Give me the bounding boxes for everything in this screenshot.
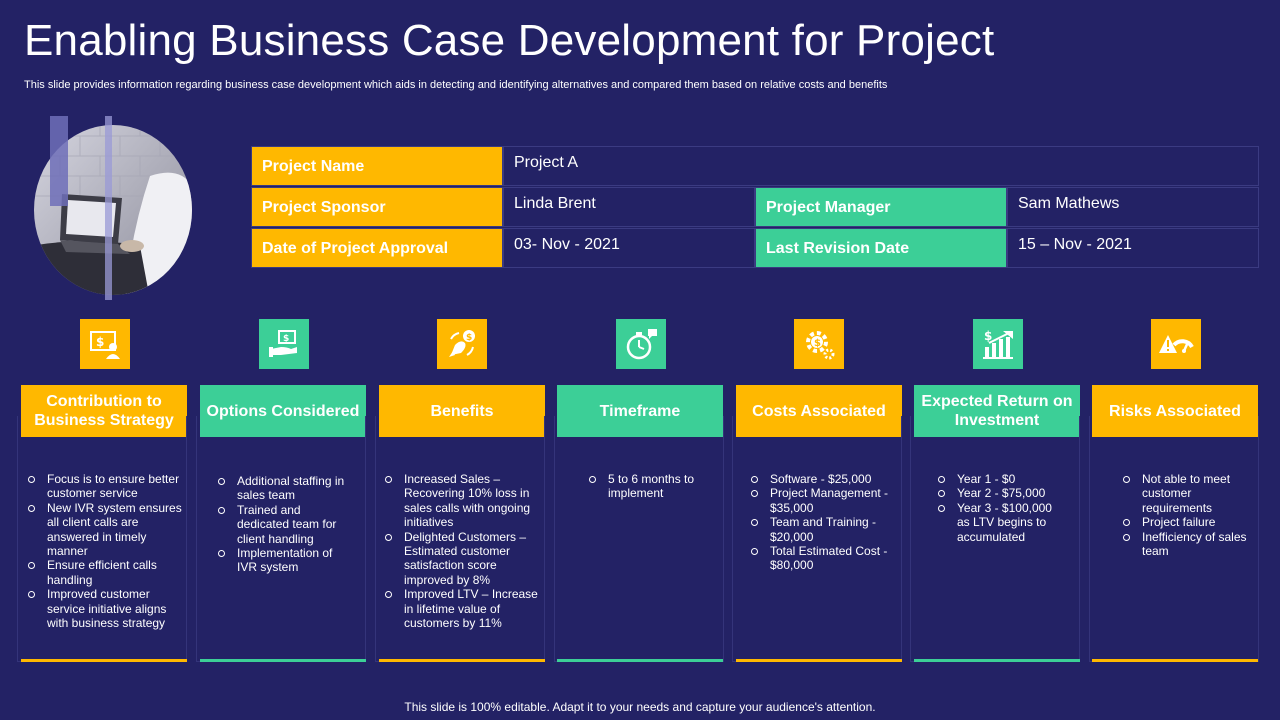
project-sponsor-label: Project Sponsor bbox=[251, 187, 503, 227]
svg-text:$: $ bbox=[283, 334, 289, 344]
revision-date-value: 15 – Nov - 2021 bbox=[1007, 228, 1259, 268]
list-item: Total Estimated Cost - $80,000 bbox=[748, 544, 893, 573]
contribution-heading: Contribution to Business Strategy bbox=[21, 385, 187, 437]
project-name-value: Project A bbox=[503, 146, 1259, 186]
svg-text:$: $ bbox=[466, 333, 472, 343]
costs-bar bbox=[736, 659, 902, 662]
list-item: Increased Sales – Recovering 10% loss in… bbox=[382, 472, 542, 530]
page-title: Enabling Business Case Development for P… bbox=[24, 16, 995, 65]
options-list: Additional staffing in sales team Traine… bbox=[215, 474, 355, 575]
approval-date-label: Date of Project Approval bbox=[251, 228, 503, 268]
list-item: Year 3 - $100,000 as LTV begins to accum… bbox=[935, 501, 1065, 544]
svg-text:$: $ bbox=[814, 338, 821, 349]
risks-bar bbox=[1092, 659, 1258, 662]
timeframe-bar bbox=[557, 659, 723, 662]
gear-dollar-icon: $ bbox=[794, 319, 844, 369]
list-item: Not able to meet customer requirements bbox=[1120, 472, 1250, 515]
list-item: Year 1 - $0 bbox=[935, 472, 1065, 486]
svg-text:$: $ bbox=[984, 329, 992, 343]
project-manager-label: Project Manager bbox=[755, 187, 1007, 227]
costs-heading: Costs Associated bbox=[736, 385, 902, 437]
list-item: Project Management - $35,000 bbox=[748, 486, 893, 515]
timeframe-list: 5 to 6 months to implement bbox=[586, 472, 706, 501]
timeframe-panel bbox=[554, 416, 724, 662]
business-strategy-icon: $ bbox=[80, 319, 130, 369]
benefits-list: Increased Sales – Recovering 10% loss in… bbox=[382, 472, 542, 630]
stopwatch-icon bbox=[616, 319, 666, 369]
list-item: New IVR system ensures all client calls … bbox=[25, 501, 185, 559]
options-bar bbox=[200, 659, 366, 662]
project-manager-value: Sam Mathews bbox=[1007, 187, 1259, 227]
contribution-bar bbox=[21, 659, 187, 662]
list-item: Ensure efficient calls handling bbox=[25, 558, 185, 587]
project-name-label: Project Name bbox=[251, 146, 503, 186]
project-sponsor-value: Linda Brent bbox=[503, 187, 755, 227]
rocket-dollar-icon: $ bbox=[437, 319, 487, 369]
list-item: Project failure bbox=[1120, 515, 1250, 529]
project-info-table: Project Name Project A Project Sponsor L… bbox=[251, 146, 1259, 268]
roi-heading: Expected Return on Investment bbox=[914, 385, 1080, 437]
svg-text:$: $ bbox=[96, 335, 104, 349]
page-subtitle: This slide provides information regardin… bbox=[24, 79, 888, 91]
list-item: Implementation of IVR system bbox=[215, 546, 355, 575]
list-item: Inefficiency of sales team bbox=[1120, 530, 1250, 559]
laptop-photo bbox=[34, 116, 192, 300]
hand-money-icon: $ bbox=[259, 319, 309, 369]
footer-note: This slide is 100% editable. Adapt it to… bbox=[404, 700, 876, 714]
list-item: Trained and dedicated team for client ha… bbox=[215, 503, 355, 546]
contribution-list: Focus is to ensure better customer servi… bbox=[25, 472, 185, 630]
options-heading: Options Considered bbox=[200, 385, 366, 437]
warning-gauge-icon bbox=[1151, 319, 1201, 369]
growth-chart-icon: $ bbox=[973, 319, 1023, 369]
timeframe-heading: Timeframe bbox=[557, 385, 723, 437]
revision-date-label: Last Revision Date bbox=[755, 228, 1007, 268]
roi-list: Year 1 - $0 Year 2 - $75,000 Year 3 - $1… bbox=[935, 472, 1065, 544]
costs-list: Software - $25,000 Project Management - … bbox=[748, 472, 893, 573]
list-item: Additional staffing in sales team bbox=[215, 474, 355, 503]
approval-date-value: 03- Nov - 2021 bbox=[503, 228, 755, 268]
list-item: Team and Training - $20,000 bbox=[748, 515, 893, 544]
benefits-bar bbox=[379, 659, 545, 662]
risks-heading: Risks Associated bbox=[1092, 385, 1258, 437]
list-item: Improved customer service initiative ali… bbox=[25, 587, 185, 630]
benefits-heading: Benefits bbox=[379, 385, 545, 437]
list-item: Software - $25,000 bbox=[748, 472, 893, 486]
list-item: Improved LTV – Increase in lifetime valu… bbox=[382, 587, 542, 630]
list-item: Focus is to ensure better customer servi… bbox=[25, 472, 185, 501]
roi-bar bbox=[914, 659, 1080, 662]
risks-list: Not able to meet customer requirements P… bbox=[1120, 472, 1250, 558]
list-item: Year 2 - $75,000 bbox=[935, 486, 1065, 500]
list-item: 5 to 6 months to implement bbox=[586, 472, 706, 501]
list-item: Delighted Customers – Estimated customer… bbox=[382, 530, 542, 588]
